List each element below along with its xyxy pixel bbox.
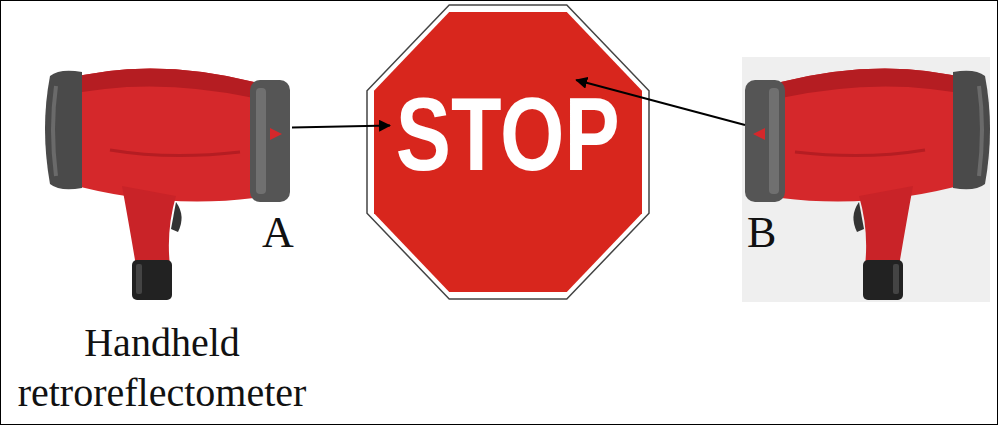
stop-sign: STOP xyxy=(366,4,650,300)
device-letter: A xyxy=(262,207,294,260)
photo-background xyxy=(742,57,990,302)
device-letter: B xyxy=(747,207,776,260)
retroreflectometer-a: A xyxy=(40,57,292,300)
sign-face xyxy=(374,12,642,292)
sign-border xyxy=(367,5,649,299)
retroreflectometer-b: B xyxy=(745,57,995,300)
retroreflectometer-b xyxy=(745,68,990,300)
retroreflectometer-a xyxy=(45,68,290,300)
sign-text-row: STOP xyxy=(366,82,650,186)
sign-word: STOP xyxy=(396,82,620,186)
device-caption: Handheld retroreflectometer xyxy=(2,318,322,418)
